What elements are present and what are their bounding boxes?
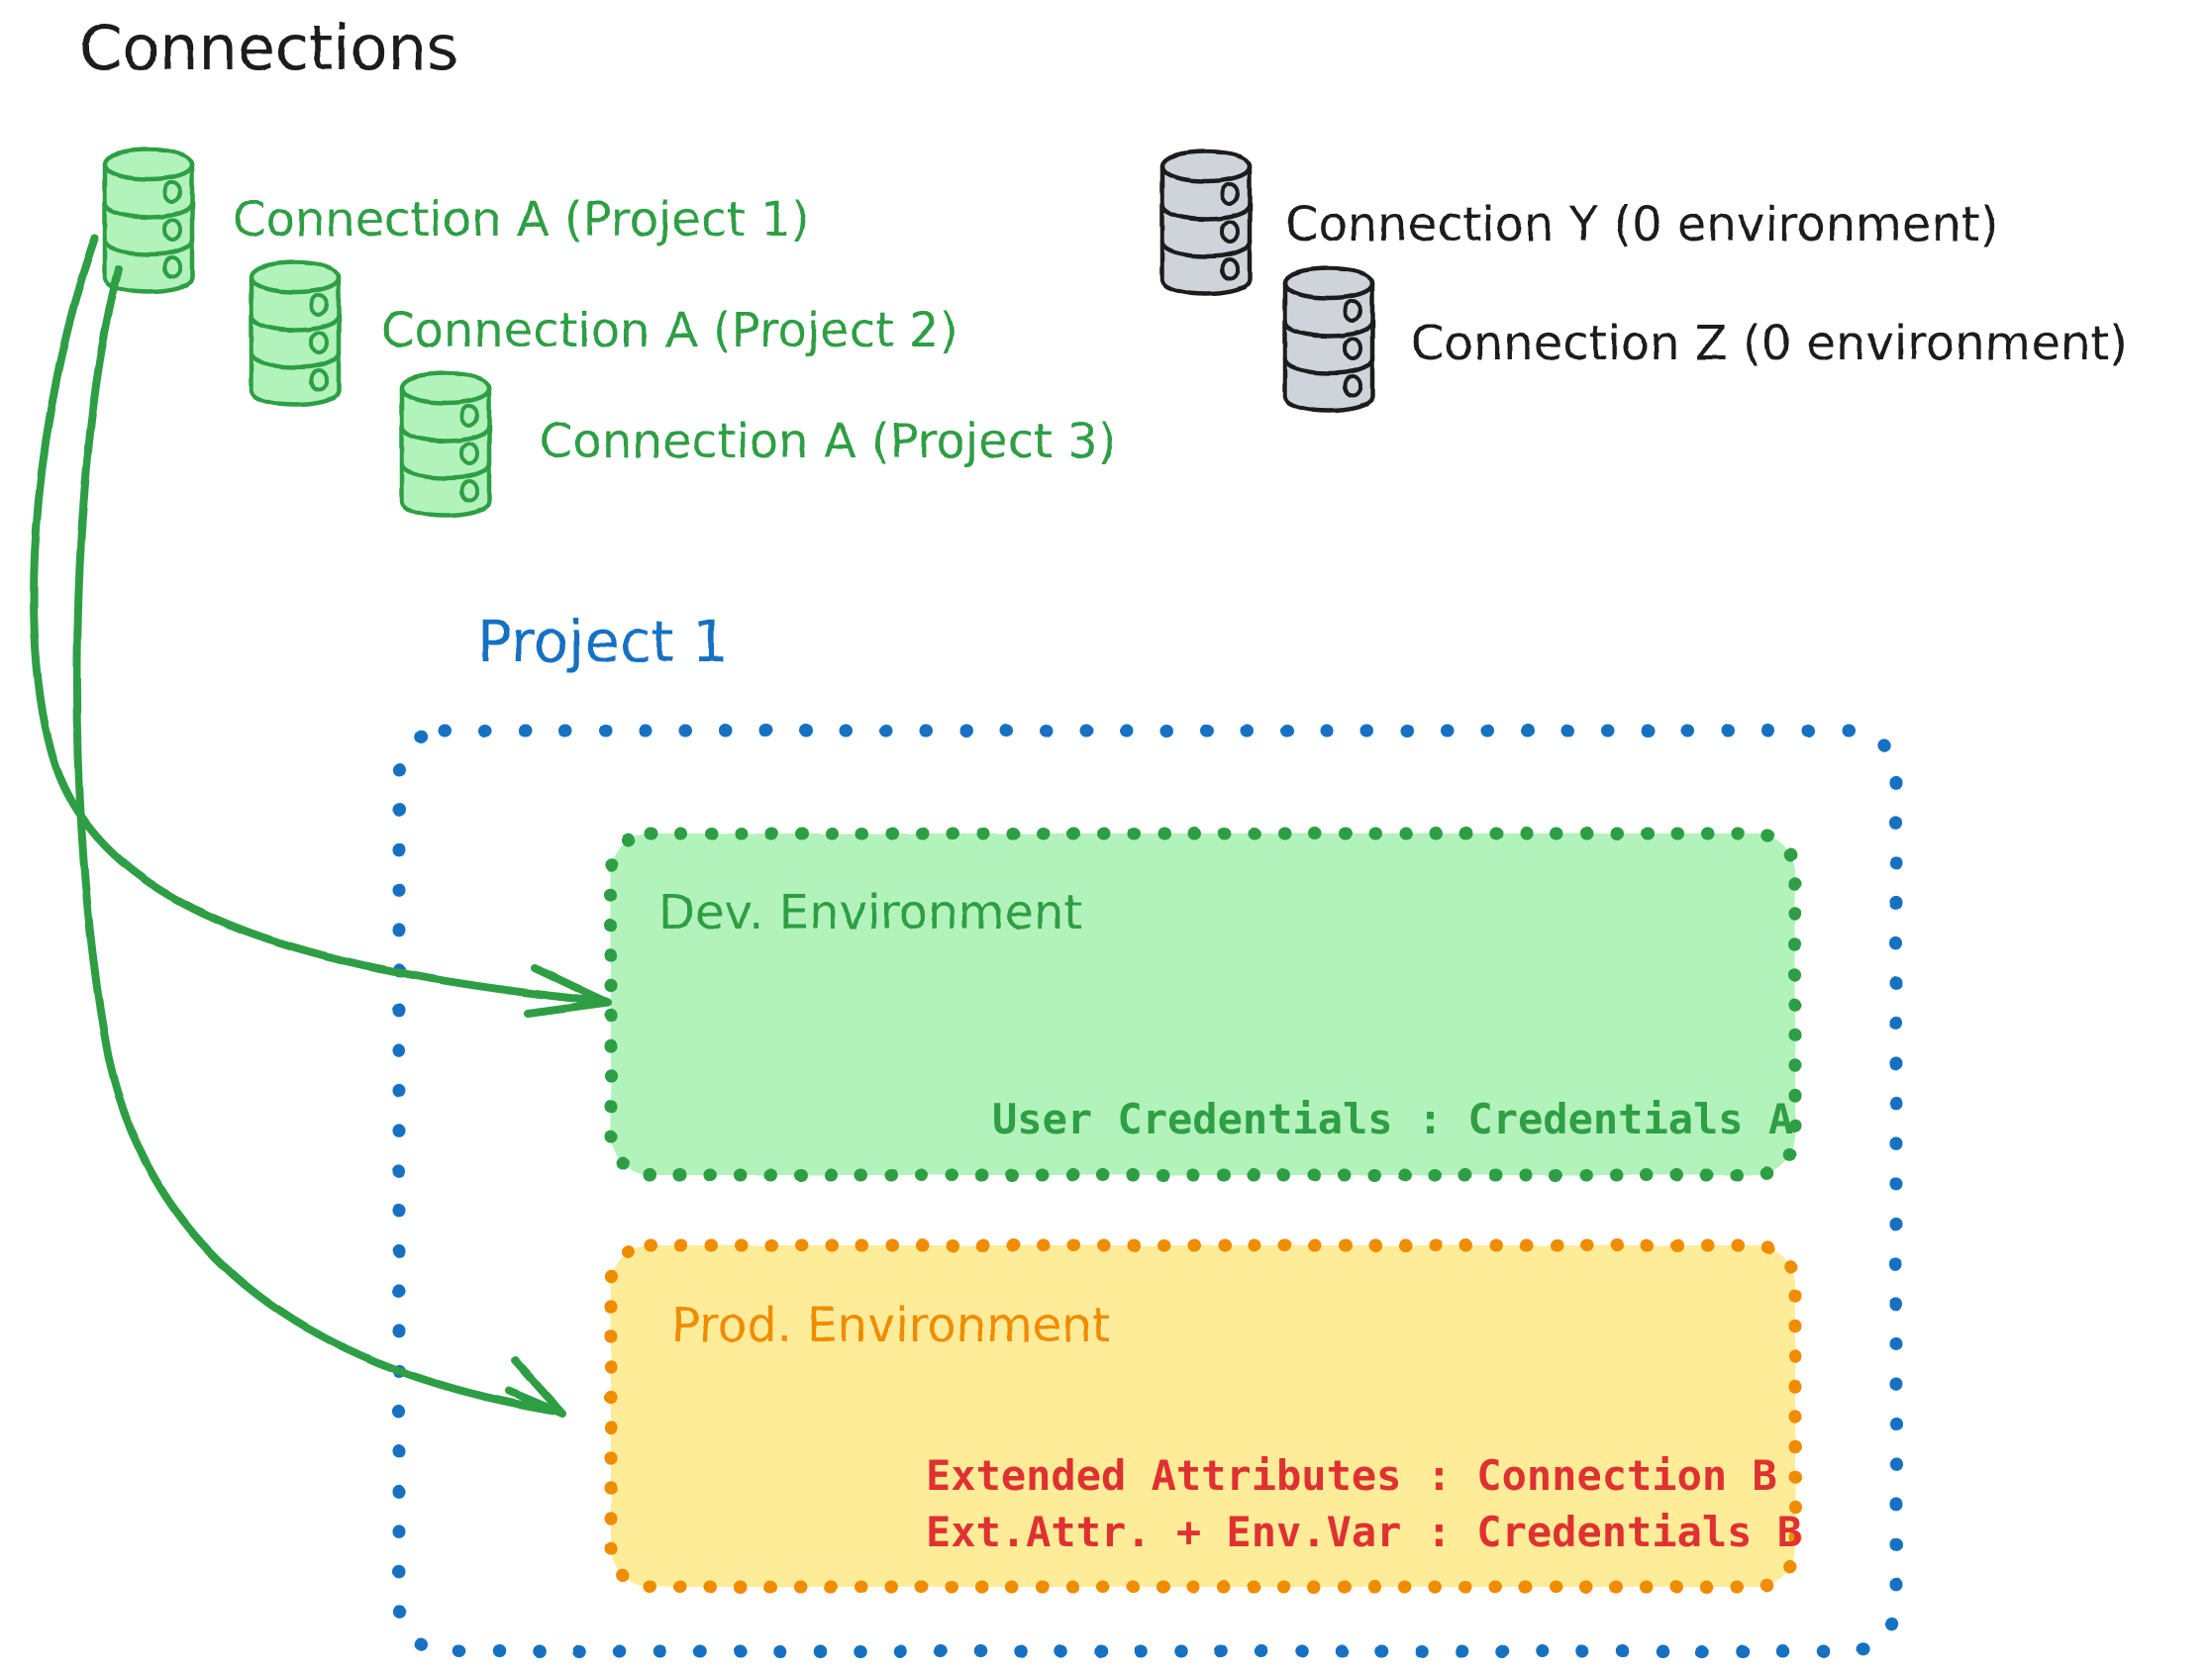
list-item[interactable]: Connection A (Project 3) xyxy=(402,373,1116,516)
list-item[interactable]: Connection A (Project 1) xyxy=(105,149,809,292)
list-item[interactable]: Connection Z (0 environment) xyxy=(1285,268,2128,411)
project-container xyxy=(392,724,1903,1658)
connection-label: Connection Y (0 environment) xyxy=(1285,197,1998,252)
dev-environment-title: Dev. Environment xyxy=(658,885,1082,940)
dev-environment-frame xyxy=(604,827,1802,1182)
connection-label: Connection A (Project 1) xyxy=(233,192,809,247)
dev-environment-box[interactable]: Dev. Environment User Credentials : Cred… xyxy=(604,827,1802,1182)
connection-label: Connection A (Project 2) xyxy=(381,303,957,358)
list-item[interactable]: Connection A (Project 2) xyxy=(251,262,957,405)
prod-attributes-line-1: Extended Attributes : Connection B xyxy=(926,1451,1777,1500)
project-label: Project 1 xyxy=(477,608,729,675)
list-item[interactable]: Connection Y (0 environment) xyxy=(1162,151,1998,294)
dev-credentials-line: User Credentials : Credentials A xyxy=(992,1095,1793,1143)
database-icon xyxy=(1162,151,1250,294)
database-icon xyxy=(402,373,489,516)
gray-connections-group: Connection Y (0 environment) Connection … xyxy=(1162,151,2128,411)
database-icon xyxy=(1285,268,1372,411)
connection-label: Connection A (Project 3) xyxy=(540,414,1116,469)
prod-environment-box[interactable]: Prod. Environment Extended Attributes : … xyxy=(604,1238,1802,1594)
arrow-connection-a-to-prod xyxy=(72,265,566,1418)
database-icon xyxy=(251,262,339,405)
arrow-connection-a-to-dev xyxy=(30,234,612,1018)
prod-environment-title: Prod. Environment xyxy=(671,1298,1111,1353)
prod-environment-frame xyxy=(604,1238,1802,1594)
connection-label: Connection Z (0 environment) xyxy=(1411,316,2128,371)
prod-attributes-line-2: Ext.Attr. + Env.Var : Credentials B xyxy=(926,1508,1802,1556)
green-connections-group: Connection A (Project 1) Connection A (P… xyxy=(105,149,1116,516)
page-title: Connections xyxy=(79,12,458,84)
